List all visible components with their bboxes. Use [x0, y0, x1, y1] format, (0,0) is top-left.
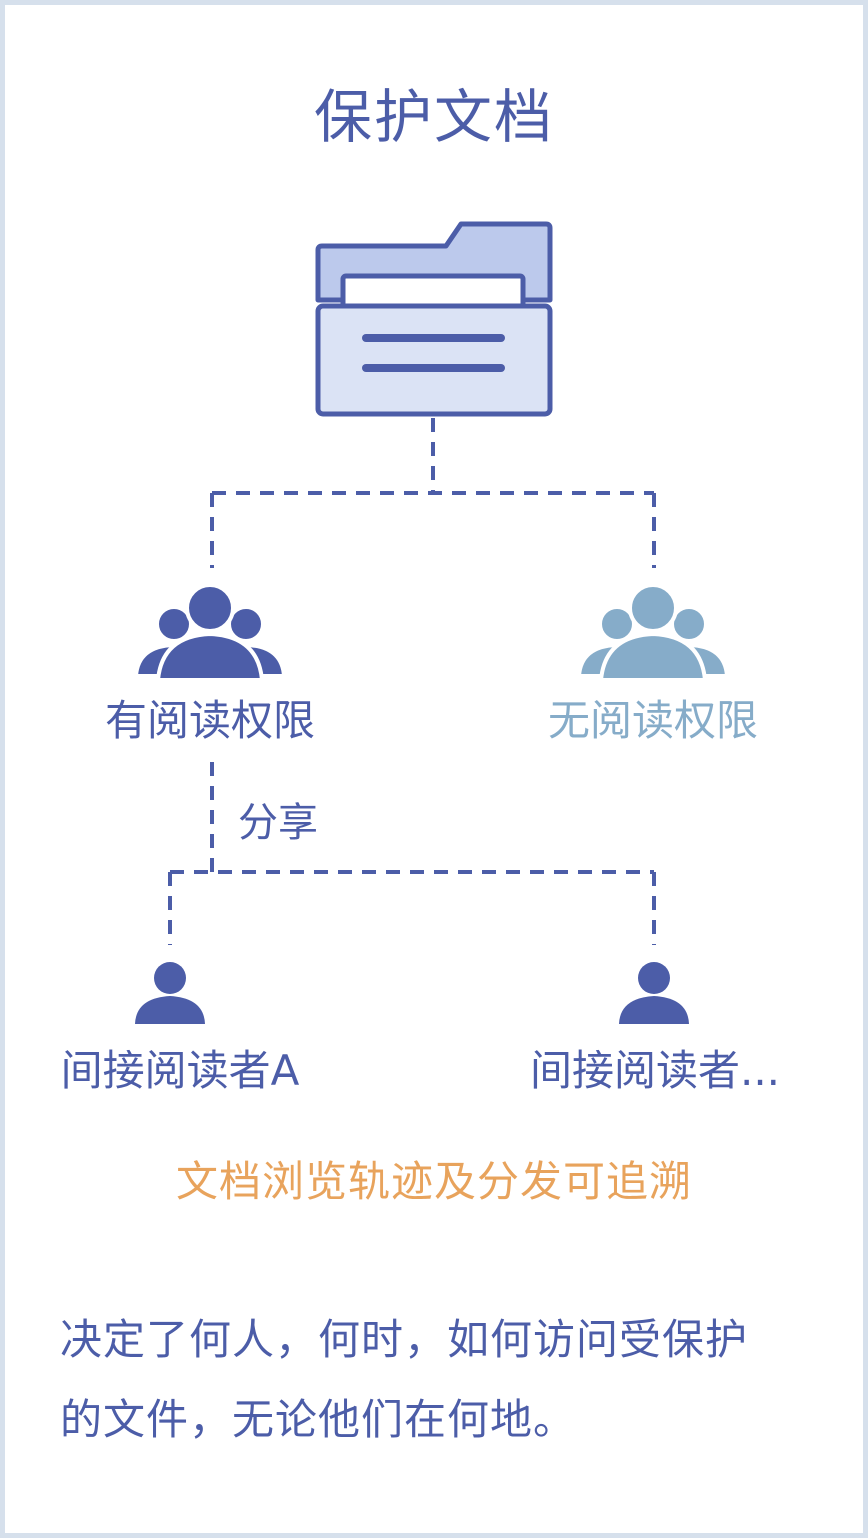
share-label: 分享	[238, 800, 318, 846]
without-permission-label: 无阅读权限	[547, 696, 759, 745]
user-icon	[135, 962, 205, 1024]
reader-a-label: 间接阅读者A	[60, 1046, 300, 1095]
user-group-light-icon	[576, 583, 730, 682]
description-line-2: 的文件，无论他们在何地。	[60, 1395, 577, 1444]
description-line-1: 决定了何人，何时，如何访问受保护	[60, 1315, 749, 1364]
description-text: 决定了何人，何时，如何访问受保护 的文件，无论他们在何地。	[60, 1300, 830, 1460]
page-title: 保护文档	[313, 83, 554, 151]
user-group-icon	[133, 583, 287, 682]
with-permission-label: 有阅读权限	[104, 696, 316, 745]
folder-document-icon	[315, 221, 553, 417]
trace-caption: 文档浏览轨迹及分发可追溯	[175, 1157, 692, 1206]
connector-lines	[168, 418, 656, 945]
user-icon-second	[619, 962, 689, 1024]
reader-more-label: 间接阅读者...	[529, 1046, 781, 1095]
